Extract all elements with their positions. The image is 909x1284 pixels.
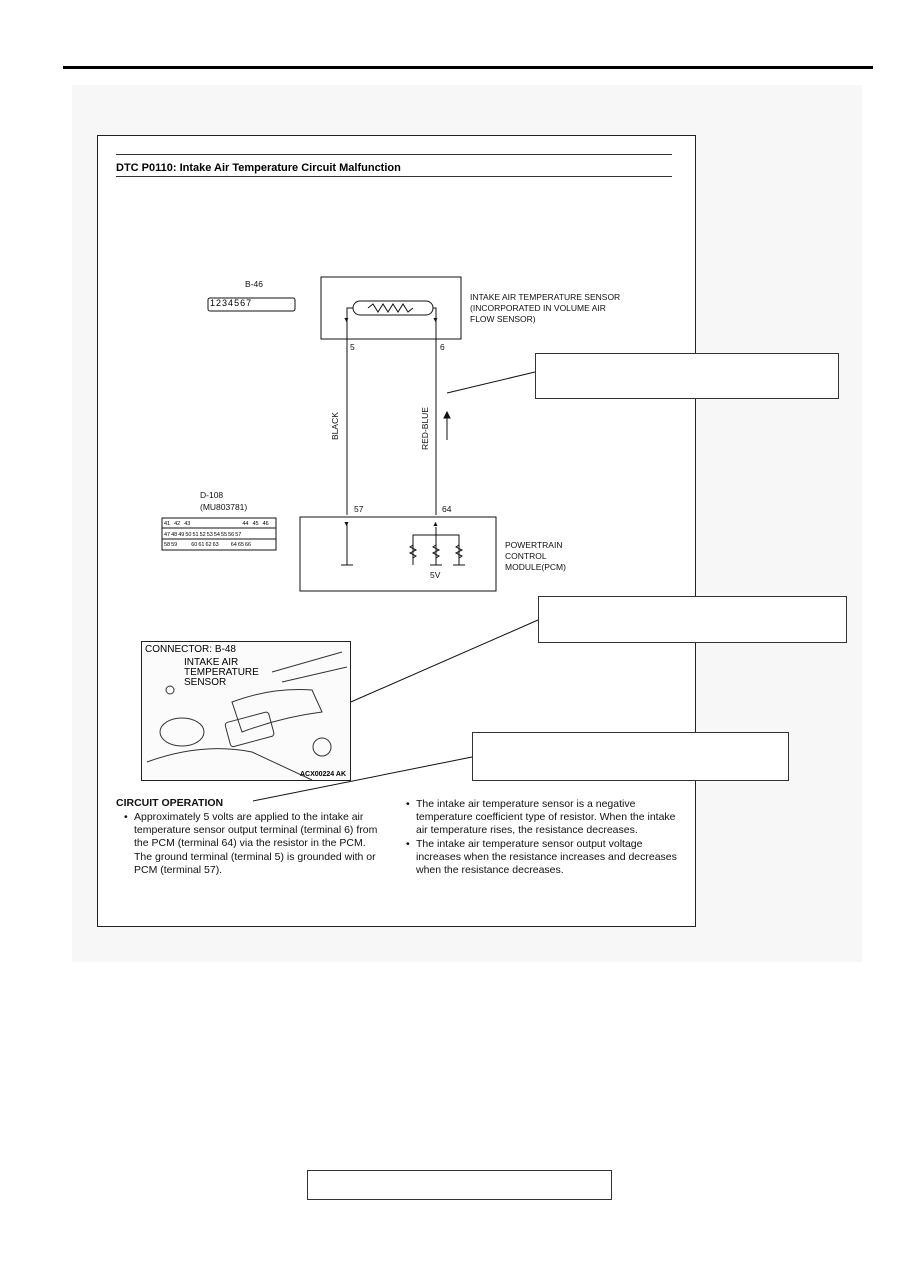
wire-black — [346, 307, 353, 515]
pin: 61 — [198, 542, 205, 549]
svg-text:▼: ▼ — [343, 317, 350, 324]
pin: 60 — [191, 542, 198, 549]
callout-box-1 — [535, 353, 839, 399]
svg-text:▲: ▲ — [432, 521, 439, 528]
pin: 51 — [192, 531, 199, 538]
wire-red-blue — [433, 307, 437, 515]
pin: 1 — [210, 298, 216, 308]
pin: 64 — [230, 542, 237, 549]
resistor-zigzag — [367, 303, 414, 313]
pcm-terminal-64: 64 — [442, 504, 452, 514]
pin: 58 — [164, 542, 171, 549]
pin: 59 — [171, 542, 178, 549]
photo-label-line: TEMPERATURE — [184, 667, 259, 678]
pcm-label-line: CONTROL — [505, 551, 547, 561]
supply-5v: 5V — [430, 570, 441, 580]
pin: 3 — [222, 298, 228, 308]
pin: 62 — [205, 542, 212, 549]
pin: 48 — [171, 531, 178, 538]
terminal-5: 5 — [350, 342, 355, 352]
pin: 46 — [262, 521, 269, 527]
pin: 42 — [174, 521, 181, 527]
pin: 5 — [234, 298, 240, 308]
pcm-label: POWERTRAIN CONTROL MODULE(PCM) — [505, 540, 566, 573]
title-rule-bottom — [116, 176, 672, 177]
pin: 56 — [228, 531, 235, 538]
pin: 7 — [246, 298, 252, 308]
wire-label-black: BLACK — [330, 412, 340, 440]
pin: 2 — [216, 298, 222, 308]
footer-box — [307, 1170, 612, 1200]
pin: 41 — [164, 521, 171, 527]
pin: 65 — [237, 542, 244, 549]
pin: 47 — [164, 531, 171, 538]
pin: 44 — [242, 521, 249, 527]
pcm-label-line: POWERTRAIN — [505, 540, 563, 550]
callout-leader-1 — [446, 371, 536, 394]
operation-bullet: Approximately 5 volts are applied to the… — [124, 811, 383, 877]
pin: 66 — [245, 542, 252, 549]
sensor-label-line: INTAKE AIR TEMPERATURE SENSOR — [470, 292, 621, 302]
connector-b46-label: B-46 — [245, 279, 263, 289]
pin: 57 — [235, 531, 242, 538]
pcm-box — [299, 516, 497, 592]
terminal-6: 6 — [440, 342, 445, 352]
svg-text:▼: ▼ — [432, 317, 439, 324]
callout-leader-3 — [252, 756, 473, 802]
pin: 43 — [184, 521, 191, 527]
photo-label-line: INTAKE AIR — [184, 657, 239, 668]
circuit-operation-heading: CIRCUIT OPERATION — [116, 797, 224, 809]
pin: 55 — [221, 531, 228, 538]
operation-bullet: The intake air temperature sensor is a n… — [406, 798, 690, 838]
connector-d108-label: D-108 — [200, 490, 224, 500]
pin: 49 — [178, 531, 185, 538]
photo-sensor-label: INTAKE AIR TEMPERATURE SENSOR — [184, 658, 259, 688]
pin: 53 — [206, 531, 213, 538]
pin: 45 — [252, 521, 259, 527]
pin: 6 — [240, 298, 246, 308]
sensor-box — [320, 276, 462, 340]
callout-box-2 — [538, 596, 847, 643]
pin: 63 — [212, 542, 219, 549]
circuit-operation-right: The intake air temperature sensor is a n… — [400, 798, 690, 877]
pcm-label-line: MODULE(PCM) — [505, 562, 566, 572]
photo-connector-label: CONNECTOR: B-48 — [145, 644, 236, 655]
header-rule — [63, 66, 873, 69]
sensor-label: INTAKE AIR TEMPERATURE SENSOR (INCORPORA… — [470, 292, 620, 325]
figure-frame — [97, 135, 696, 927]
photo-code: ACX00224 AK — [299, 771, 346, 778]
wire-label-red-blue: RED-BLUE — [420, 407, 430, 450]
title-rule-top — [116, 154, 672, 155]
sensor-label-line: FLOW SENSOR) — [470, 314, 536, 324]
callout-box-3 — [472, 732, 789, 781]
pin: 52 — [199, 531, 206, 538]
callout-leader-2 — [327, 619, 539, 713]
page-title: DTC P0110: Intake Air Temperature Circui… — [116, 162, 401, 174]
pin: 4 — [228, 298, 234, 308]
connector-d108-part: (MU803781) — [200, 502, 248, 512]
pcm-terminal-57: 57 — [354, 504, 364, 514]
engine-bay-photo: CONNECTOR: B-48 INTAKE AIR TEMPERATURE S… — [141, 641, 351, 781]
pin: 50 — [185, 531, 192, 538]
operation-bullet: The intake air temperature sensor output… — [406, 838, 690, 878]
photo-label-line: SENSOR — [184, 677, 227, 688]
sensor-label-line: (INCORPORATED IN VOLUME AIR — [470, 303, 606, 313]
circuit-operation-left: Approximately 5 volts are applied to the… — [118, 811, 383, 877]
pin: 54 — [213, 531, 220, 538]
engine-illustration — [146, 651, 348, 780]
svg-text:▼: ▼ — [343, 521, 350, 528]
